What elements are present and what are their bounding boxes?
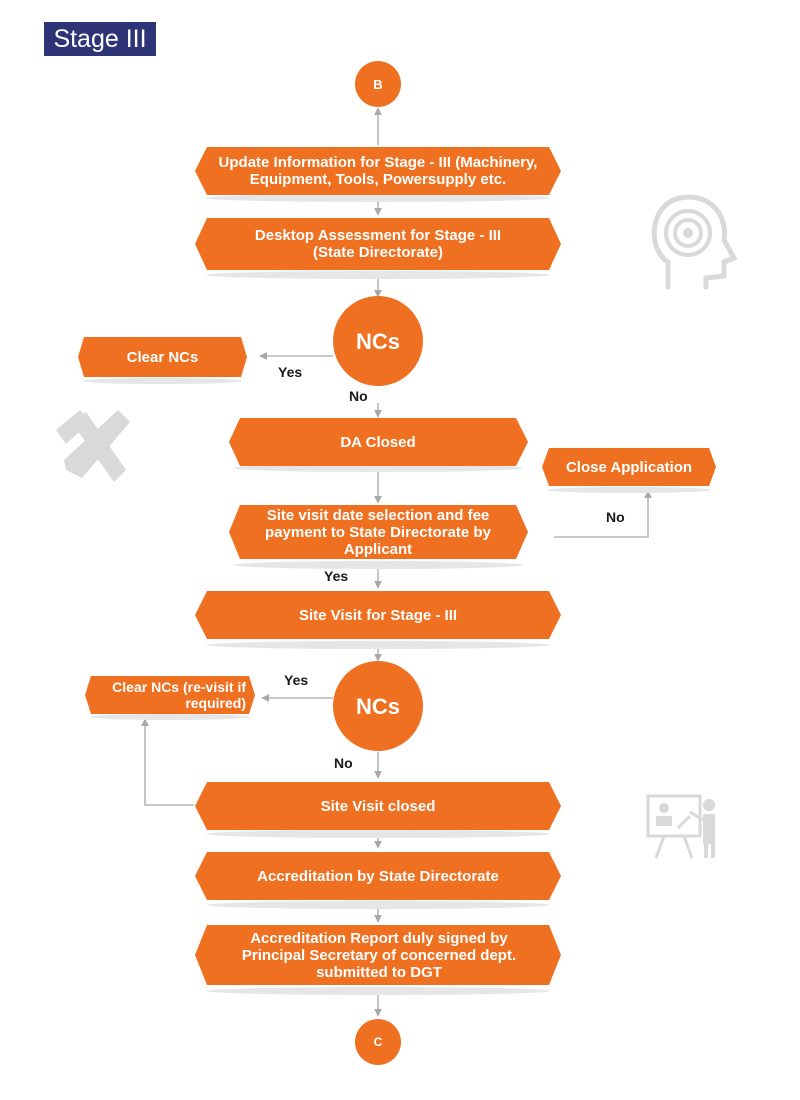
- node-c: C: [373, 1034, 383, 1049]
- connectors: [141, 107, 652, 1017]
- edge-label-no-2: No: [606, 509, 625, 525]
- node-update-shape: [195, 147, 561, 195]
- node-site-date-shape: [229, 505, 528, 559]
- node-desktop-assessment: Desktop Assessment for Stage - III (Stat…: [254, 227, 502, 261]
- node-ncs-2: NCs: [355, 693, 400, 719]
- node-da-closed: DA Closed: [340, 433, 416, 451]
- stage-title: Stage III: [44, 22, 156, 56]
- node-accreditation-shape: [195, 852, 561, 900]
- shadows: [82, 194, 711, 995]
- node-accreditation-report: Accreditation Report duly signed by Prin…: [241, 929, 517, 981]
- node-close-application: Close Application: [565, 458, 693, 476]
- arrow-no-close-application: [554, 490, 652, 538]
- node-site-visit-stage-iii: Site Visit for Stage - III: [298, 606, 458, 624]
- node-ncs2-shape: [333, 661, 423, 751]
- presentation-icon: [646, 794, 715, 859]
- node-b-shape: [355, 61, 401, 107]
- node-accreditation-state-directorate: Accreditation by State Directorate: [257, 867, 499, 885]
- node-b: B: [373, 76, 383, 92]
- node-site-visit-shape: [195, 591, 561, 639]
- node-site-visit-date-selection: Site visit date selection and fee paymen…: [265, 506, 491, 558]
- node-close-app-shape: [542, 448, 716, 486]
- node-clear2-shape: [85, 676, 255, 714]
- node-update-information: Update Information for Stage - III (Mach…: [218, 154, 538, 188]
- node-c-shape: [355, 1019, 401, 1065]
- arrow-visit-closed-clear: [141, 718, 194, 806]
- node-clear-ncs: Clear NCs: [126, 348, 199, 366]
- edge-label-yes-2: Yes: [324, 568, 349, 584]
- tools-icon: [56, 410, 130, 482]
- node-ncs-1: NCs: [355, 328, 400, 354]
- node-da-closed-shape: [229, 418, 528, 466]
- edge-label-yes-1: Yes: [278, 364, 303, 380]
- node-clear-ncs-revisit: Clear NCs (re-visit if required): [112, 679, 246, 711]
- edge-label-yes-3: Yes: [284, 672, 309, 688]
- node-ncs1-shape: [333, 296, 423, 386]
- node-site-visit-closed: Site Visit closed: [320, 797, 436, 815]
- edge-label-no-3: No: [334, 755, 353, 771]
- node-visit-closed-shape: [195, 782, 561, 830]
- node-desktop-shape: [195, 218, 561, 270]
- head-target-icon: [651, 194, 738, 290]
- edge-label-no-1: No: [349, 388, 368, 404]
- node-report-shape: [195, 925, 561, 985]
- shapes: [78, 61, 716, 1065]
- node-clear1-shape: [78, 337, 247, 377]
